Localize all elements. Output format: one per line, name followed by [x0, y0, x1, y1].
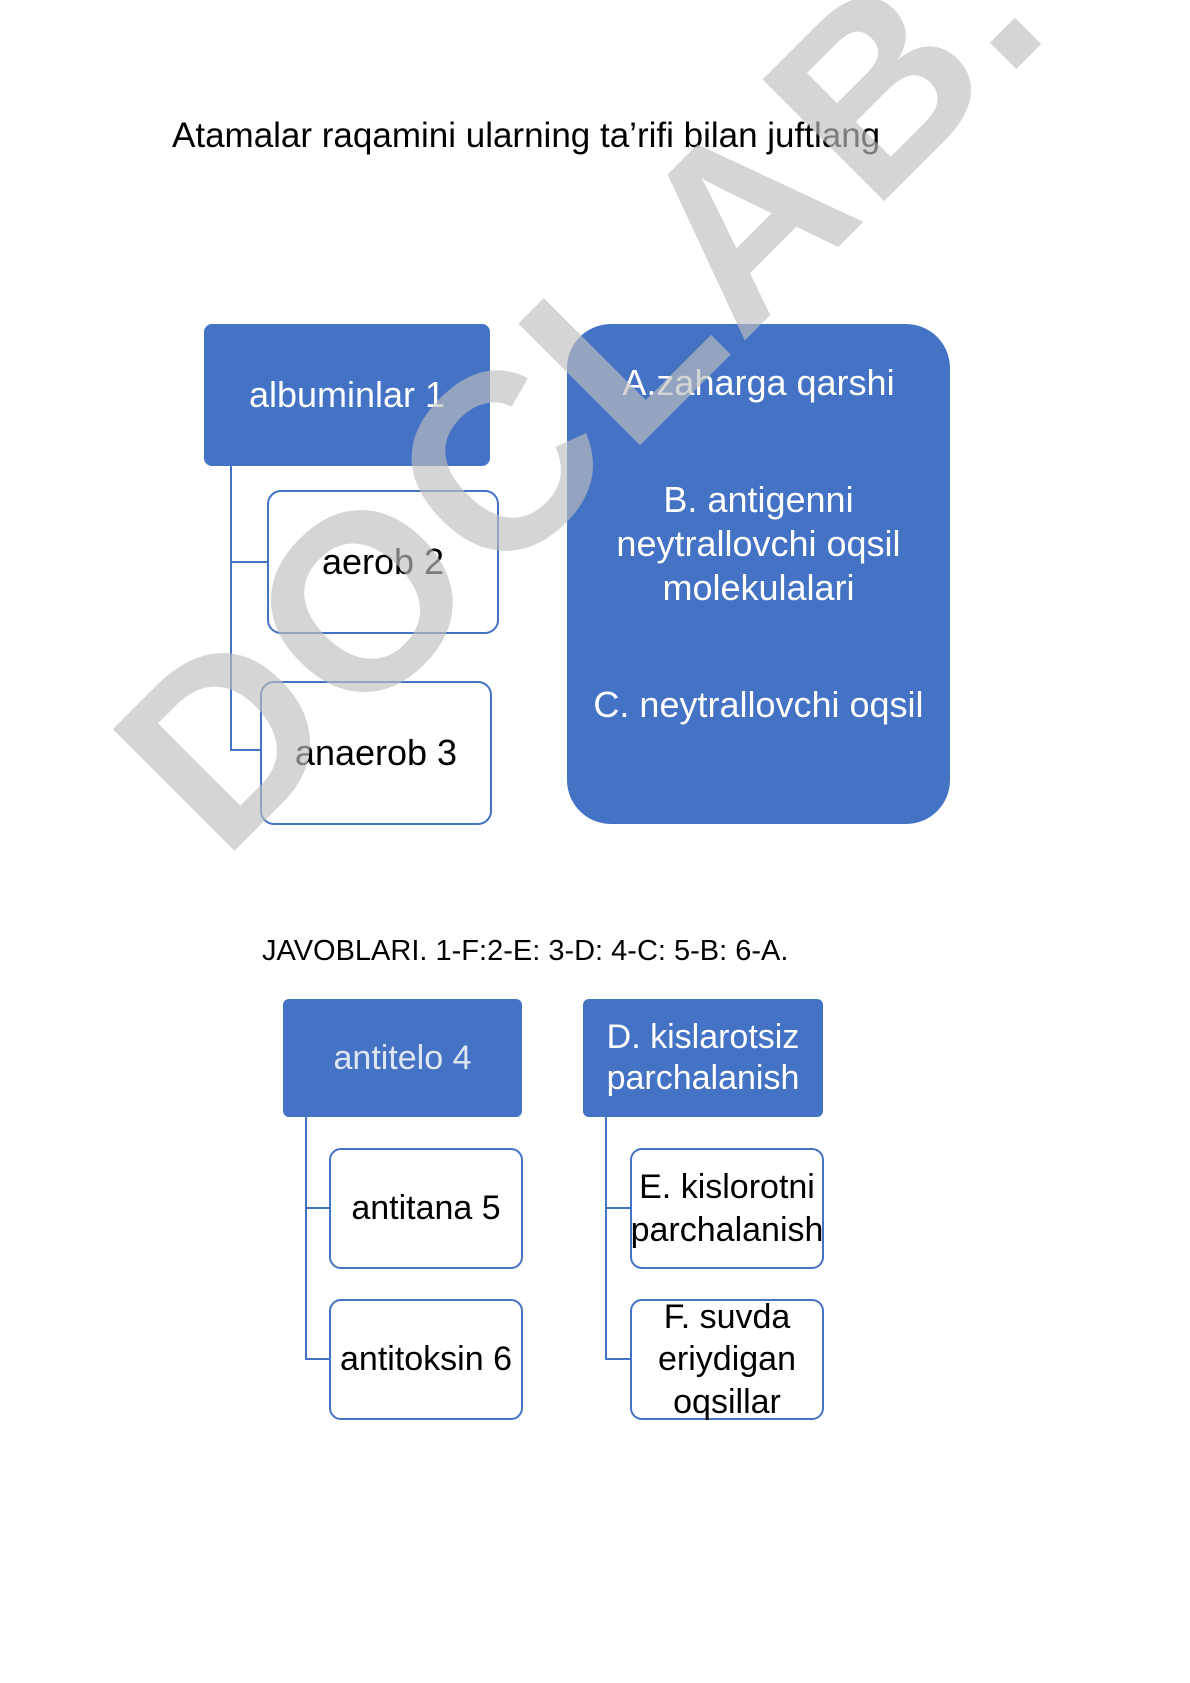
suvda-box: F. suvda eriydigan oqsillar: [630, 1298, 824, 1421]
definition-b-line1: B. antigenni: [663, 479, 854, 520]
connector-antitoksin: [305, 1117, 329, 1360]
antitana-box: antitana 5: [329, 1148, 523, 1269]
aerob-box: aerob 2: [267, 490, 499, 634]
definition-c: C. neytrallovchi oqsil: [593, 684, 924, 725]
antitoksin-box: antitoksin 6: [329, 1299, 523, 1420]
antitelo-box: antitelo 4: [283, 999, 522, 1117]
albuminlar-box: albuminlar 1: [204, 324, 490, 466]
kislorotni-box: E. kislorotni parchalanish: [630, 1148, 824, 1269]
connector-F: [605, 1117, 630, 1360]
connector-anaerob: [230, 466, 260, 751]
definition-a: A.zaharga qarshi: [622, 362, 895, 403]
definition-b-line2: neytrallovchi oqsil: [616, 523, 901, 564]
kislarotsiz-box: D. kislarotsiz parchalanish: [583, 999, 823, 1117]
anaerob-box: anaerob 3: [260, 681, 492, 825]
definitions-box: A.zaharga qarshi B. antigenni neytrallov…: [567, 324, 950, 824]
answers-line: JAVOBLARI. 1-F:2-E: 3-D: 4-C: 5-B: 6-A.: [262, 935, 789, 967]
page-title: Atamalar raqamini ularning ta’rifi bilan…: [172, 116, 881, 155]
definition-b-line3: molekulalari: [662, 567, 855, 608]
